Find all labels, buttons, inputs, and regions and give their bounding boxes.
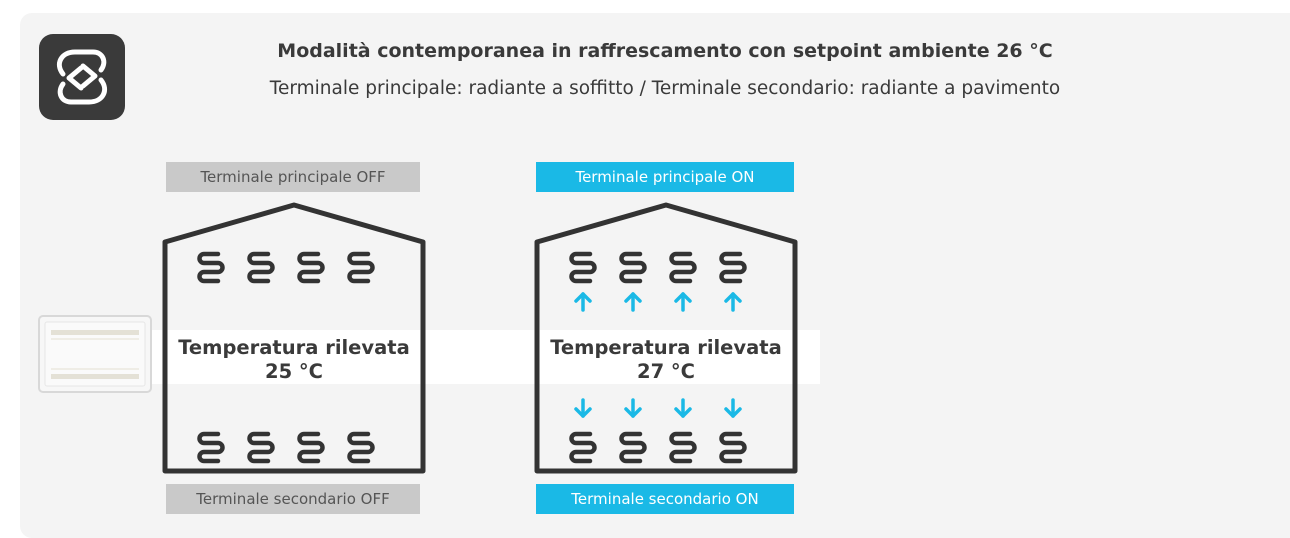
arrow-down-icon bbox=[724, 398, 742, 418]
radiant-coil-icon bbox=[347, 431, 375, 464]
wall-sensor-device bbox=[37, 314, 153, 394]
radiant-coil-icon bbox=[569, 431, 597, 464]
radiant-coil-icon bbox=[197, 251, 225, 284]
radiant-coil-icon bbox=[297, 431, 325, 464]
house-off bbox=[162, 202, 426, 474]
ceiling-coils bbox=[197, 251, 375, 284]
floor-coils bbox=[569, 431, 747, 464]
radiant-coil-icon bbox=[719, 431, 747, 464]
diagram-subtitle: Terminale principale: radiante a soffitt… bbox=[269, 78, 1061, 99]
temperature-value: 25 °C bbox=[265, 360, 323, 383]
primary-terminal-off-label: Terminale principale OFF bbox=[166, 162, 420, 192]
radiant-coil-icon bbox=[669, 251, 697, 284]
radiant-coil-icon bbox=[197, 431, 225, 464]
arrow-up-icon bbox=[674, 292, 692, 312]
temperature-band-right bbox=[530, 330, 820, 384]
radiant-coil-icon bbox=[719, 251, 747, 284]
up-arrows bbox=[574, 292, 742, 312]
radiant-coil-icon bbox=[297, 251, 325, 284]
secondary-terminal-on-label: Terminale secondario ON bbox=[536, 484, 794, 514]
down-arrows bbox=[574, 398, 742, 418]
arrow-up-icon bbox=[574, 292, 592, 312]
radiant-coil-icon bbox=[619, 431, 647, 464]
ceiling-coils bbox=[569, 251, 747, 284]
arrow-down-icon bbox=[674, 398, 692, 418]
arrow-down-icon bbox=[574, 398, 592, 418]
temperature-readout-on: Temperatura rilevata 27 °C bbox=[534, 336, 798, 384]
temperature-readout-off: Temperatura rilevata 25 °C bbox=[162, 336, 426, 384]
diagram-panel bbox=[20, 13, 1290, 538]
arrow-down-icon bbox=[624, 398, 642, 418]
floor-coils bbox=[197, 431, 375, 464]
radiant-coil-icon bbox=[619, 251, 647, 284]
radiant-coil-icon bbox=[347, 251, 375, 284]
radiant-coil-icon bbox=[247, 251, 275, 284]
radiant-coil-icon bbox=[569, 251, 597, 284]
temperature-label: Temperatura rilevata bbox=[178, 336, 410, 359]
house-on bbox=[534, 202, 798, 474]
temperature-value: 27 °C bbox=[637, 360, 695, 383]
arrow-up-icon bbox=[624, 292, 642, 312]
cycle-arrows-icon bbox=[39, 34, 125, 120]
secondary-terminal-off-label: Terminale secondario OFF bbox=[166, 484, 420, 514]
diagram-title: Modalità contemporanea in raffrescamento… bbox=[277, 40, 1053, 62]
arrow-up-icon bbox=[724, 292, 742, 312]
primary-terminal-on-label: Terminale principale ON bbox=[536, 162, 794, 192]
radiant-coil-icon bbox=[669, 431, 697, 464]
radiant-coil-icon bbox=[247, 431, 275, 464]
temperature-label: Temperatura rilevata bbox=[550, 336, 782, 359]
